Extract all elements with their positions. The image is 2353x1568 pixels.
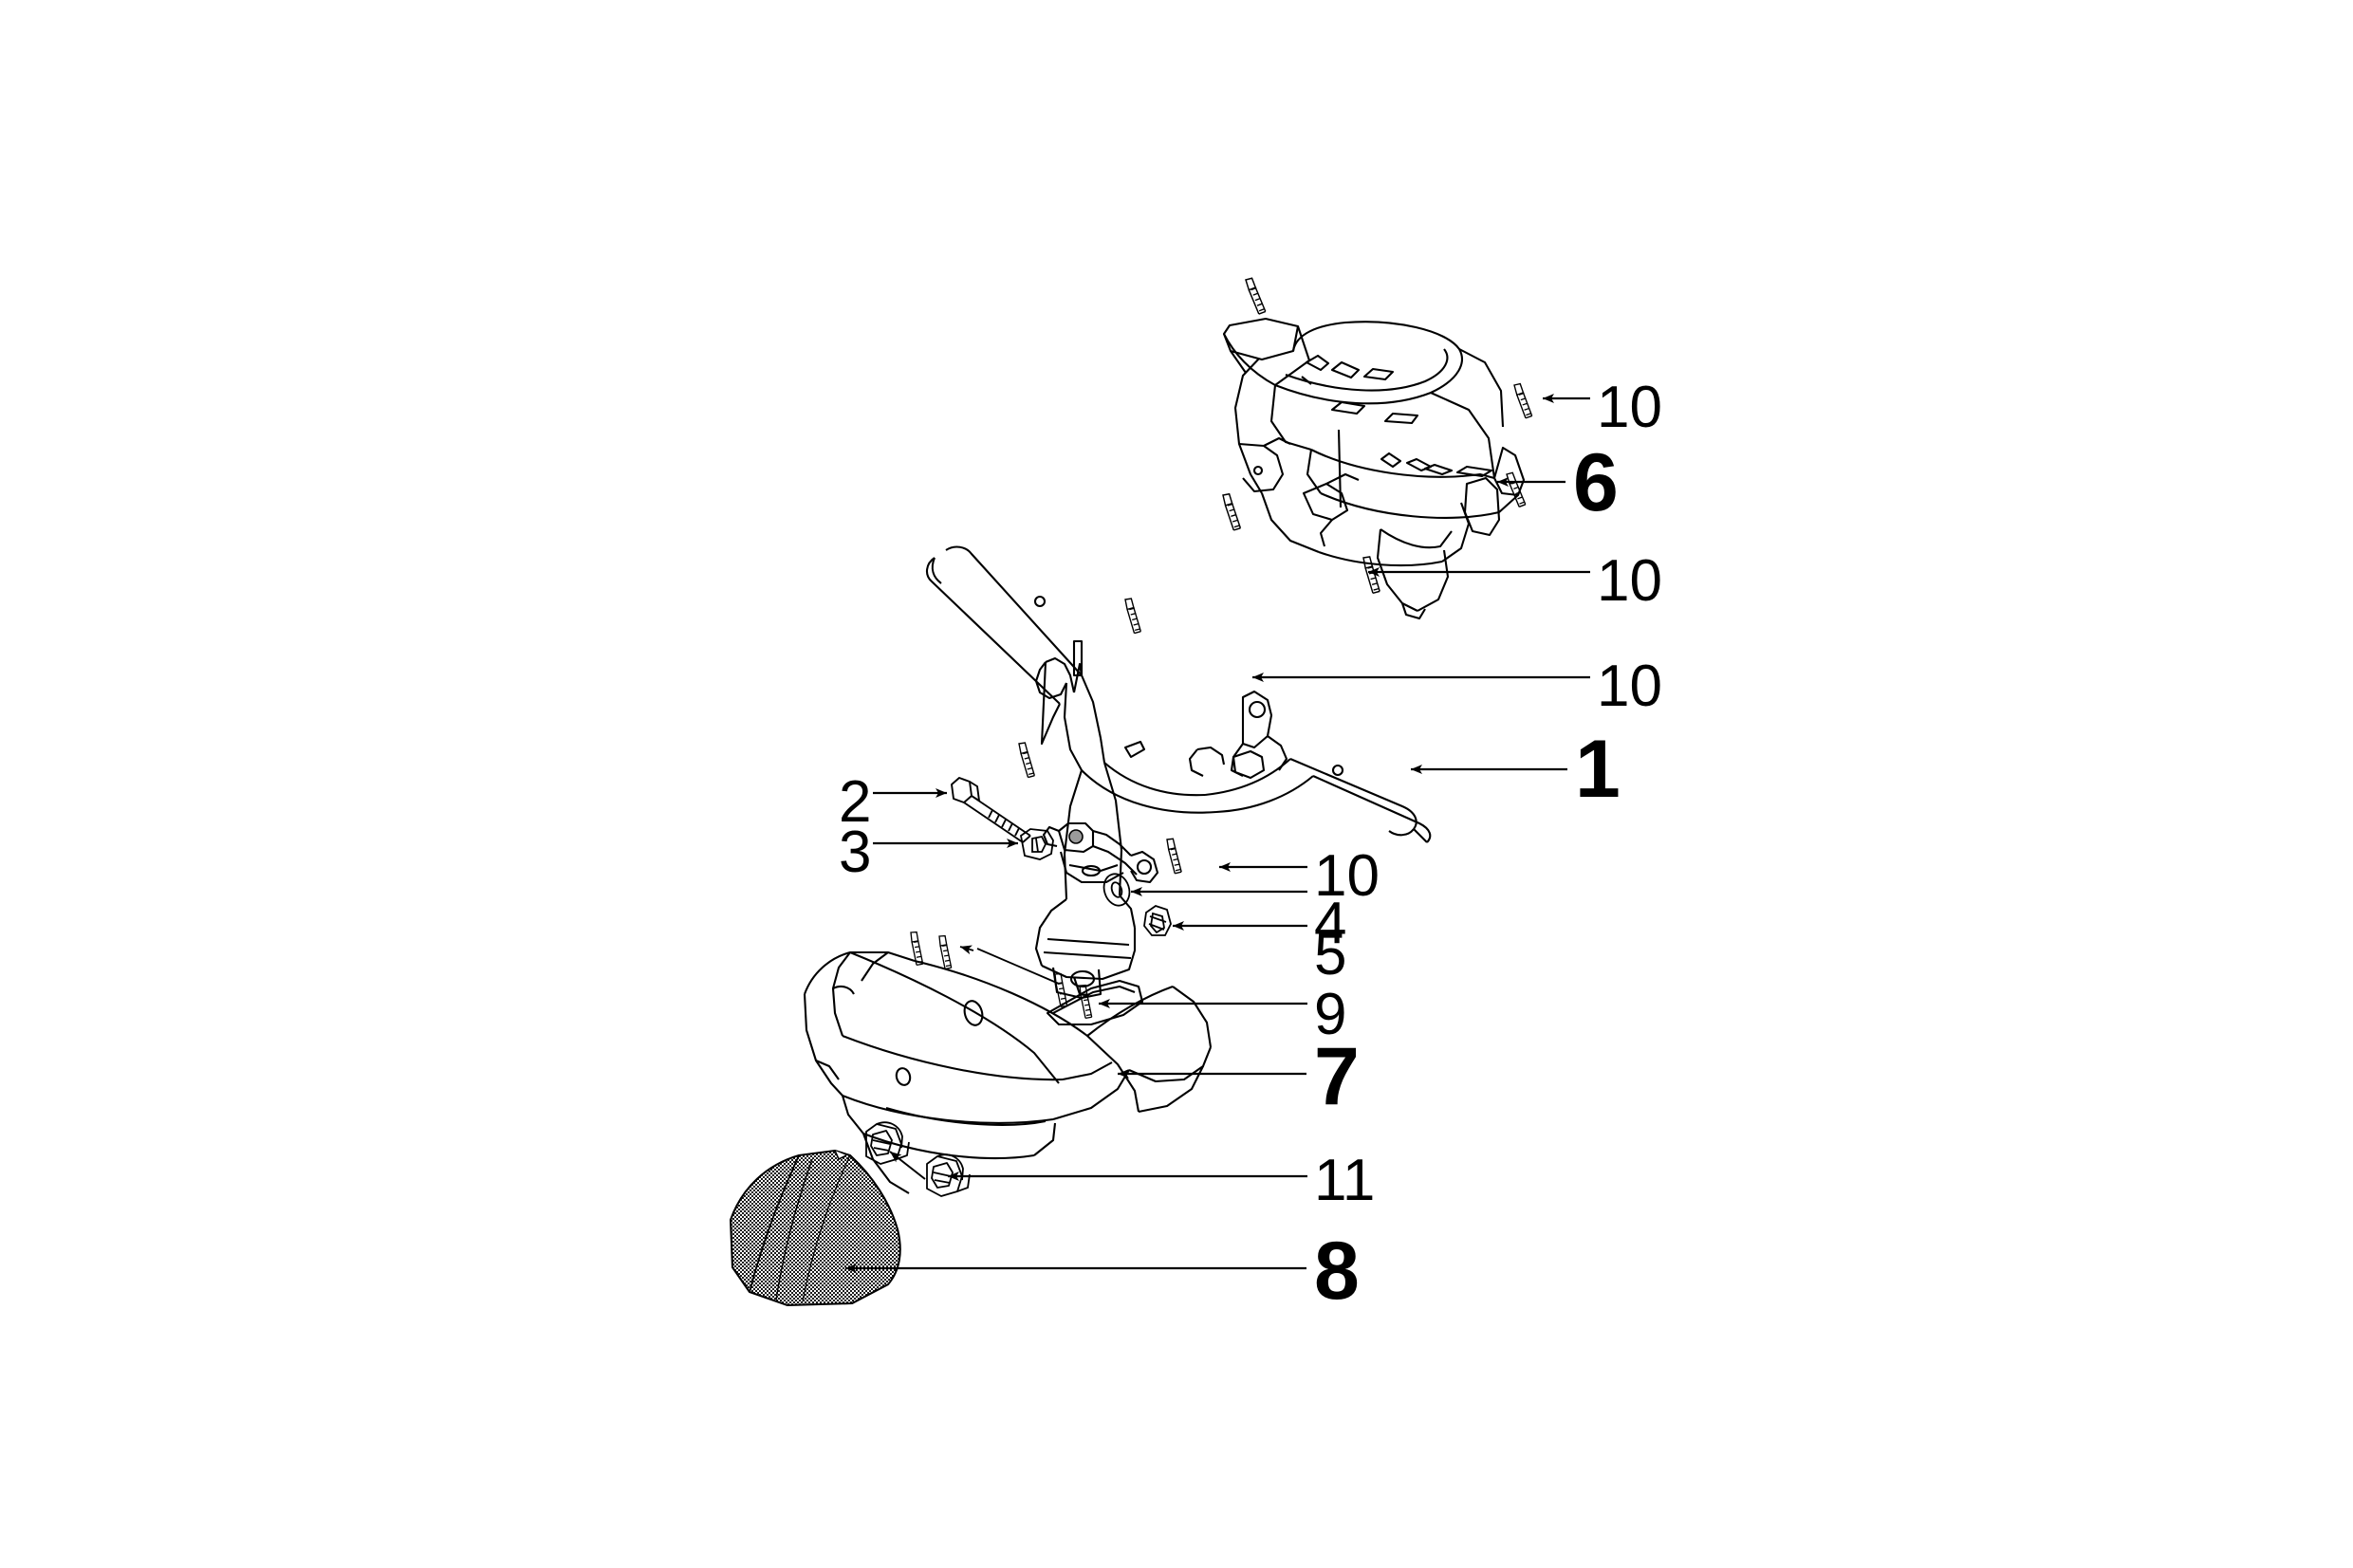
- part-8-textured-mat-pad: [729, 1149, 901, 1307]
- callout-label-3: 3: [839, 820, 872, 885]
- part-5-nut: [1143, 905, 1172, 936]
- callout-label-10: 10: [1597, 375, 1662, 440]
- callout-label-5: 5: [1314, 922, 1347, 987]
- callout-label-1: 1: [1575, 724, 1621, 815]
- callout-label-8: 8: [1314, 1226, 1360, 1317]
- part-2-flange-bolt: [951, 777, 1031, 843]
- callout-label-9: 9: [1314, 982, 1347, 1047]
- callout-leaders: [845, 394, 1590, 1273]
- part-11-arrow-b: [889, 1151, 926, 1180]
- part-3-spacer-bush: [1020, 828, 1054, 860]
- part-11-retaining-clip: [926, 1153, 971, 1197]
- callout-label-4: 4: [1314, 891, 1347, 956]
- callout-label-10: 10: [1597, 548, 1662, 614]
- part-9-leader: [976, 948, 1060, 985]
- callout-label-2: 2: [839, 769, 872, 835]
- part-7-front-handlebar-cover: [803, 950, 1213, 1194]
- callout-label-6: 6: [1573, 437, 1619, 528]
- part-4-washer: [1102, 873, 1131, 907]
- part-9-arrow-b: [959, 945, 974, 955]
- callout-label-10: 10: [1314, 843, 1380, 909]
- callout-label-10: 10: [1597, 654, 1662, 719]
- callout-label-11: 11: [1314, 1148, 1376, 1213]
- part-6-upper-handlebar-cover: [1222, 317, 1526, 620]
- callout-label-7: 7: [1314, 1031, 1360, 1122]
